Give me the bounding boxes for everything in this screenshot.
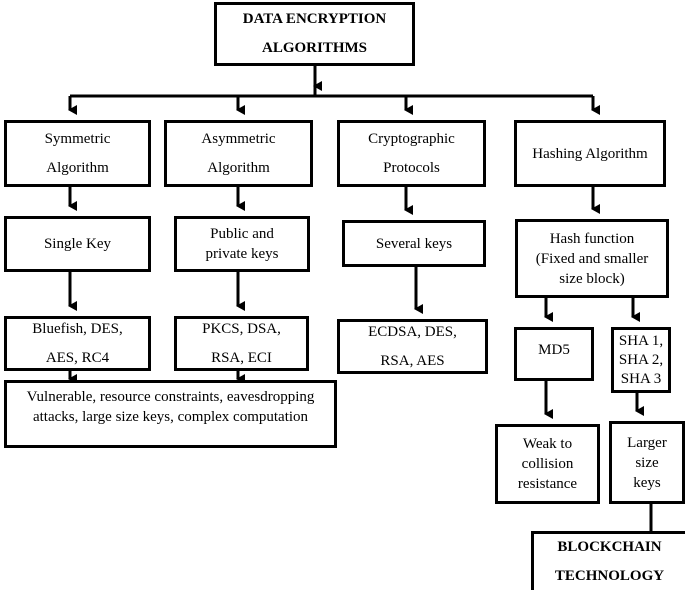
asymmetric-examples-node: PKCS, DSA, RSA, ECI [174,316,309,371]
md5-label: MD5 [538,342,570,358]
sha-label: SHA 1, SHA 2, SHA 3 [618,332,664,387]
category-symmetric-label: Symmetric Algorithm [44,130,111,176]
public-private-keys-label: Public and private keys [205,226,279,262]
several-keys-node: Several keys [342,220,486,267]
symmetric-examples-node: Bluefish, DES, AES, RC4 [4,316,151,371]
category-hashing-label: Hashing Algorithm [532,145,648,162]
asymmetric-examples-label: PKCS, DSA, RSA, ECI [202,320,281,366]
sha-note-label: Larger size keys [627,434,667,491]
several-keys-label: Several keys [375,235,453,252]
sha-note-node: Larger size keys [609,421,685,504]
category-hashing: Hashing Algorithm [514,120,666,187]
category-protocols: Cryptographic Protocols [337,120,486,187]
hash-function-label: Hash function (Fixed and smaller size bl… [535,230,649,287]
protocol-examples-label: ECDSA, DES, RSA, AES [368,323,457,369]
sha-node: SHA 1, SHA 2, SHA 3 [611,327,671,393]
md5-node: MD5 [514,327,594,381]
category-protocols-label: Cryptographic Protocols [368,130,455,176]
blockchain-node: BLOCKCHAIN TECHNOLOGY [531,531,685,590]
hash-function-node: Hash function (Fixed and smaller size bl… [515,219,669,298]
public-private-keys-node: Public and private keys [174,216,310,272]
md5-note-node: Weak to collision resistance [495,424,600,504]
limitations-label: Vulnerable, resource constraints, eavesd… [26,389,315,425]
limitations-node: Vulnerable, resource constraints, eavesd… [4,380,337,448]
root-label: DATA ENCRYPTION ALGORITHMS [242,11,387,56]
blockchain-label: BLOCKCHAIN TECHNOLOGY [554,539,665,584]
protocol-examples-node: ECDSA, DES, RSA, AES [337,319,488,374]
category-asymmetric: Asymmetric Algorithm [164,120,313,187]
single-key-node: Single Key [4,216,151,272]
single-key-label: Single Key [43,236,112,252]
category-asymmetric-label: Asymmetric Algorithm [201,130,276,176]
category-symmetric: Symmetric Algorithm [4,120,151,187]
symmetric-examples-label: Bluefish, DES, AES, RC4 [32,320,123,366]
root-node: DATA ENCRYPTION ALGORITHMS [214,2,415,66]
md5-note-label: Weak to collision resistance [517,436,578,492]
